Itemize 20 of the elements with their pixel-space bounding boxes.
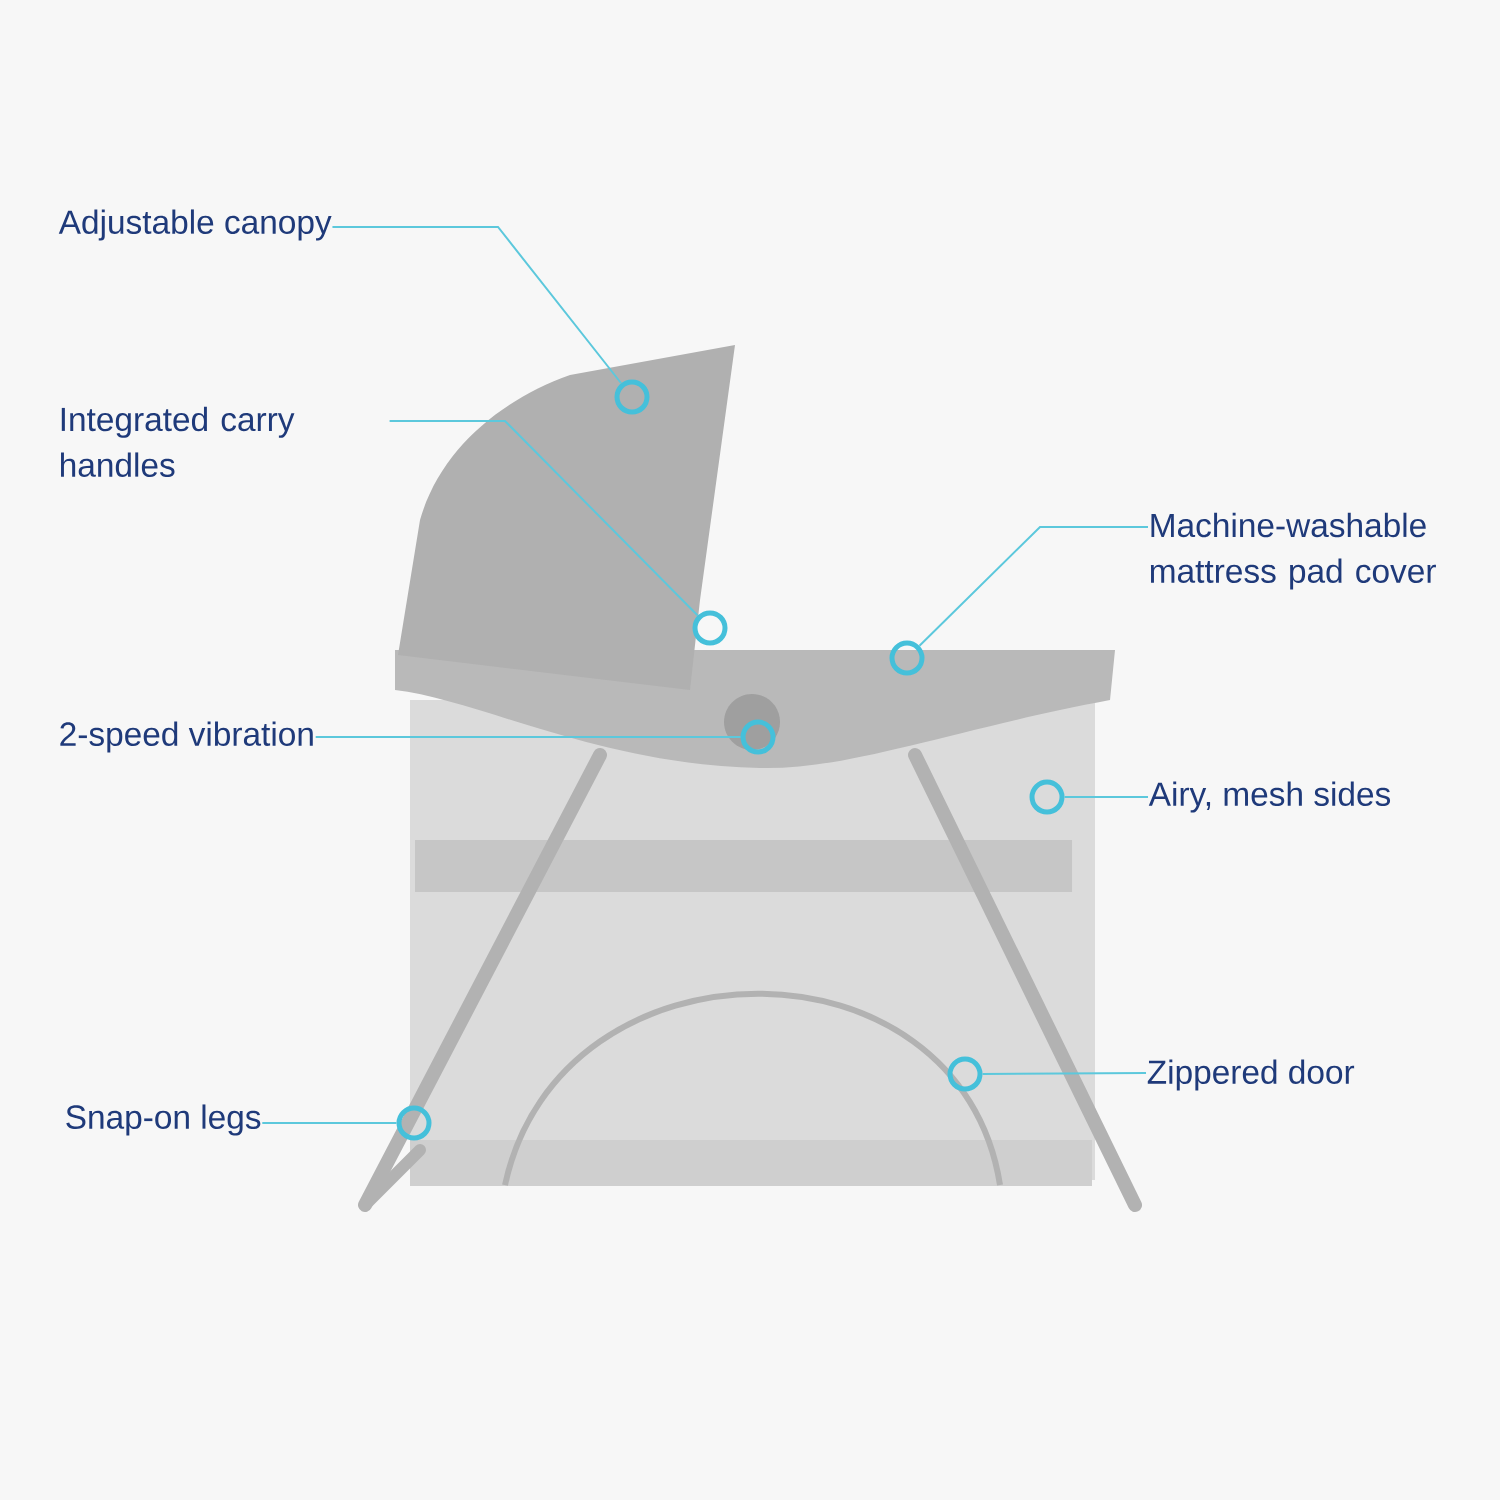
leader-line [261, 1122, 398, 1124]
leader-line [918, 526, 1149, 647]
callout-text: Machine-washable mattress pad cover [1150, 512, 1436, 590]
leader-line [981, 1072, 1147, 1075]
leader-line [314, 736, 742, 738]
callout-text: Zippered door [1147, 1059, 1355, 1091]
callout-marker [1029, 779, 1065, 815]
callout-marker [740, 719, 776, 755]
leader-line [1063, 796, 1149, 798]
callout-marker [947, 1056, 983, 1092]
leader-line [388, 420, 699, 617]
callout-text: Snap-on legs [66, 1104, 261, 1136]
callout-marker [889, 640, 925, 676]
callout-text: Integrated carry handles [61, 406, 295, 477]
callout-marker [396, 1105, 432, 1141]
callout-marker [614, 379, 650, 415]
callout-text: 2-speed vibration [60, 721, 313, 753]
callout-marker [692, 610, 728, 646]
callout-text: Airy, mesh sides [1148, 781, 1391, 813]
callout-text: Adjustable canopy [58, 209, 332, 241]
